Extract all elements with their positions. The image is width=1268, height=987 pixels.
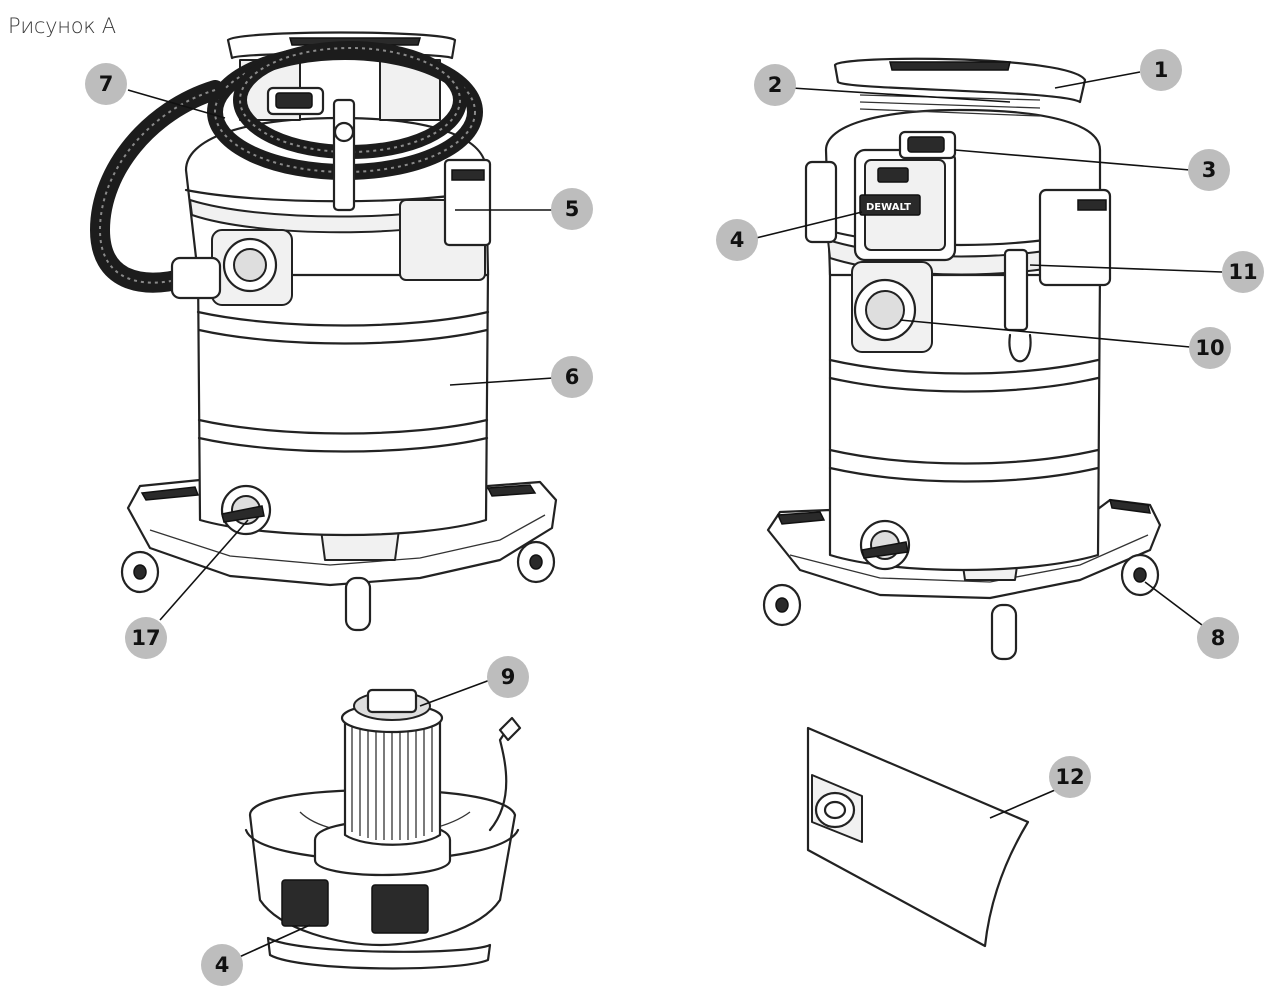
svg-text:4: 4 [215, 953, 230, 977]
svg-text:6: 6 [565, 365, 580, 389]
motor-head-assembly [244, 688, 522, 970]
leader-lines [127, 71, 1223, 959]
filter-bag [806, 726, 1030, 948]
dewalt-logo: DEWALT [866, 202, 911, 213]
svg-text:12: 12 [1055, 765, 1084, 789]
vacuum-front-view [89, 31, 558, 632]
callout-12: 12 [1049, 756, 1091, 798]
callout-9: 9 [487, 656, 529, 698]
callout-4b: 4 [716, 219, 758, 261]
svg-text:7: 7 [99, 72, 114, 96]
callout-17: 17 [125, 617, 167, 659]
svg-text:11: 11 [1228, 260, 1257, 284]
vacuum-rear-view: DEWALT [762, 57, 1162, 661]
svg-text:3: 3 [1202, 158, 1217, 182]
svg-text:17: 17 [131, 626, 160, 650]
svg-text:2: 2 [768, 73, 783, 97]
callout-2: 2 [754, 64, 796, 106]
svg-text:8: 8 [1211, 626, 1226, 650]
filter-pleats [351, 725, 433, 840]
callout-5: 5 [551, 188, 593, 230]
callout-10: 10 [1189, 327, 1231, 369]
callout-11: 11 [1222, 251, 1264, 293]
figure-title: Рисунок А [8, 14, 116, 38]
callout-1: 1 [1140, 49, 1182, 91]
callout-8: 8 [1197, 617, 1239, 659]
svg-text:4: 4 [730, 228, 745, 252]
svg-text:9: 9 [501, 665, 516, 689]
svg-text:10: 10 [1195, 336, 1224, 360]
svg-text:1: 1 [1154, 58, 1169, 82]
callout-7: 7 [85, 63, 127, 105]
callout-4a: 4 [201, 944, 243, 986]
svg-text:5: 5 [565, 197, 580, 221]
callout-6: 6 [551, 356, 593, 398]
callout-3: 3 [1188, 149, 1230, 191]
